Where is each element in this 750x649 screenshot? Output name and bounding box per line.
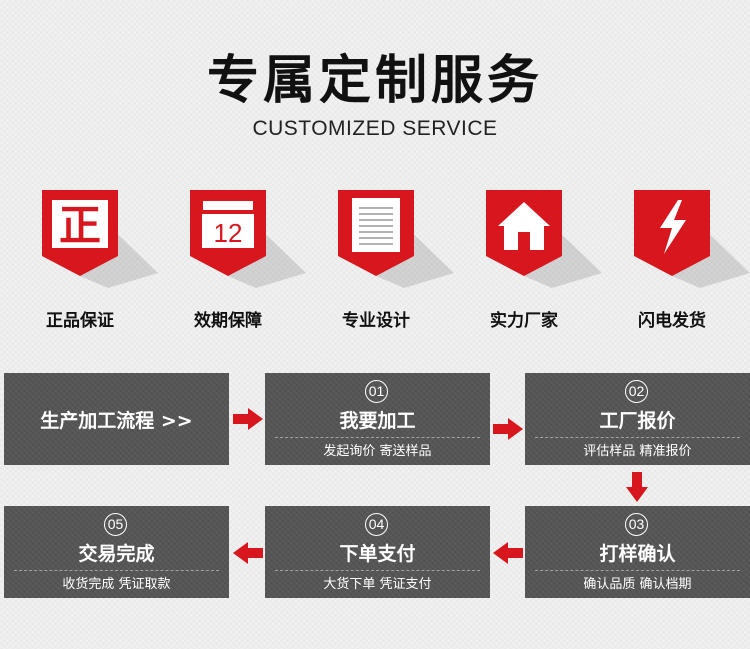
step-05-box: 05 交易完成 收货完成 凭证取款 (4, 506, 229, 598)
step-02-box: 02 工厂报价 评估样品 精准报价 (525, 373, 750, 465)
house-icon (486, 190, 602, 288)
step-subtitle: 评估样品 精准报价 (583, 444, 692, 459)
feature-shipping: 闪电发货 (594, 188, 750, 338)
step-number: 03 (625, 513, 648, 536)
step-title: 打样确认 (599, 543, 676, 565)
step-divider (275, 437, 480, 438)
flow-start-box: 生产加工流程 >> (4, 373, 229, 465)
step-title: 交易完成 (78, 543, 155, 565)
step-subtitle: 收货完成 凭证取款 (62, 577, 171, 592)
arrow-right-icon (493, 418, 523, 440)
feature-validity: 12 效期保障 (150, 188, 306, 338)
step-subtitle: 大货下单 凭证支付 (323, 577, 432, 592)
step-number: 05 (104, 513, 127, 536)
step-03-box: 03 打样确认 确认品质 确认档期 (525, 506, 750, 598)
step-title: 工厂报价 (599, 410, 676, 432)
step-number: 01 (365, 380, 388, 403)
step-title: 下单支付 (339, 543, 416, 565)
step-divider (275, 570, 480, 571)
feature-label: 正品保证 (46, 311, 114, 331)
step-title: 我要加工 (339, 410, 416, 432)
feature-label: 专业设计 (342, 311, 410, 331)
page-subtitle: CUSTOMIZED SERVICE (252, 117, 498, 140)
arrow-left-icon (233, 542, 263, 564)
zheng-character-icon: 正 (42, 190, 158, 288)
step-divider (535, 570, 740, 571)
feature-label: 实力厂家 (490, 311, 558, 331)
arrow-down-icon (626, 472, 648, 502)
feature-label: 效期保障 (194, 311, 262, 331)
lightning-icon (634, 190, 750, 288)
step-divider (14, 570, 219, 571)
step-subtitle: 确认品质 确认档期 (583, 577, 692, 592)
feature-label: 闪电发货 (638, 311, 706, 331)
step-04-box: 04 下单支付 大货下单 凭证支付 (265, 506, 490, 598)
step-01-box: 01 我要加工 发起询价 寄送样品 (265, 373, 490, 465)
step-divider (535, 437, 740, 438)
step-number: 04 (365, 513, 388, 536)
page-title: 专属定制服务 (206, 51, 543, 111)
feature-design: 专业设计 (298, 188, 454, 338)
arrow-right-icon (233, 408, 263, 430)
step-subtitle: 发起询价 寄送样品 (323, 444, 432, 459)
arrow-left-icon (493, 542, 523, 564)
calendar-number: 12 (214, 218, 243, 248)
step-number: 02 (625, 380, 648, 403)
flow-start-label: 生产加工流程 >> (40, 410, 193, 432)
document-icon (338, 190, 454, 288)
feature-genuine: 正 正品保证 (2, 188, 158, 338)
calendar-icon: 12 (190, 190, 306, 288)
zheng-glyph: 正 (59, 201, 101, 250)
feature-factory: 实力厂家 (446, 188, 602, 338)
